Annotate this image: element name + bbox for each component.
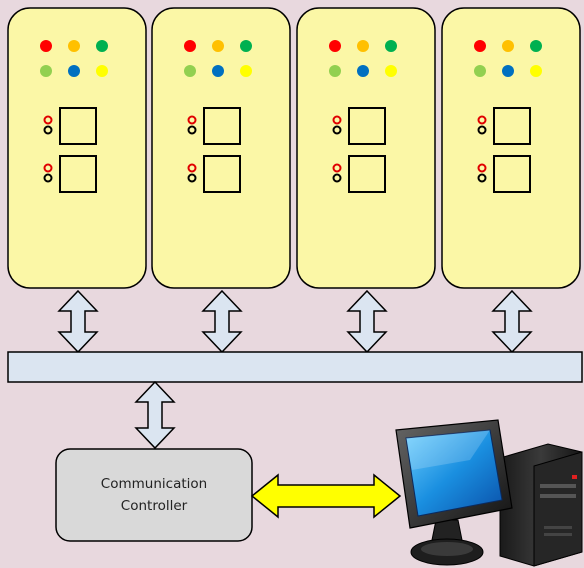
- modules-group: [7, 7, 581, 289]
- status-led: [184, 65, 196, 77]
- module-body: [296, 7, 436, 289]
- io-port: [187, 107, 241, 145]
- module-1: [7, 7, 147, 289]
- status-led: [240, 40, 252, 52]
- io-port: [43, 107, 97, 145]
- port-socket: [348, 107, 386, 145]
- module-2: [151, 7, 291, 289]
- controller-bus-arrow: [134, 380, 176, 450]
- communication-bus: [7, 351, 583, 383]
- port-socket: [493, 107, 531, 145]
- status-led: [357, 40, 369, 52]
- module-body: [151, 7, 291, 289]
- status-led: [212, 65, 224, 77]
- bus-arrows-group: [57, 289, 533, 354]
- status-led: [68, 40, 80, 52]
- desktop-computer-icon: [395, 419, 583, 567]
- status-led: [40, 65, 52, 77]
- port-socket: [493, 155, 531, 193]
- status-led: [240, 65, 252, 77]
- controller-to-computer-arrow: [250, 473, 402, 519]
- status-led: [329, 65, 341, 77]
- status-led: [184, 40, 196, 52]
- status-led: [530, 65, 542, 77]
- status-led: [474, 40, 486, 52]
- status-led: [212, 40, 224, 52]
- module-bus-arrow: [491, 289, 533, 354]
- status-led: [96, 40, 108, 52]
- port-socket: [203, 155, 241, 193]
- status-led: [96, 65, 108, 77]
- io-port: [43, 155, 97, 193]
- status-led: [530, 40, 542, 52]
- port-socket: [59, 107, 97, 145]
- status-led: [385, 40, 397, 52]
- io-port: [187, 155, 241, 193]
- status-led: [40, 40, 52, 52]
- module-bus-arrow: [346, 289, 388, 354]
- module-bus-arrow: [201, 289, 243, 354]
- bus-to-controller-arrow: [134, 380, 176, 450]
- port-socket: [203, 107, 241, 145]
- module-body: [441, 7, 581, 289]
- status-led: [502, 40, 514, 52]
- status-led: [385, 65, 397, 77]
- status-led: [68, 65, 80, 77]
- port-socket: [348, 155, 386, 193]
- status-led: [502, 65, 514, 77]
- io-port: [332, 107, 386, 145]
- module-3: [296, 7, 436, 289]
- io-port: [477, 107, 531, 145]
- status-led: [329, 40, 341, 52]
- status-led: [474, 65, 486, 77]
- io-port: [477, 155, 531, 193]
- module-4: [441, 7, 581, 289]
- module-body: [7, 7, 147, 289]
- module-bus-arrow: [57, 289, 99, 354]
- status-led: [357, 65, 369, 77]
- communication-controller-box: [55, 448, 253, 542]
- io-port: [332, 155, 386, 193]
- port-socket: [59, 155, 97, 193]
